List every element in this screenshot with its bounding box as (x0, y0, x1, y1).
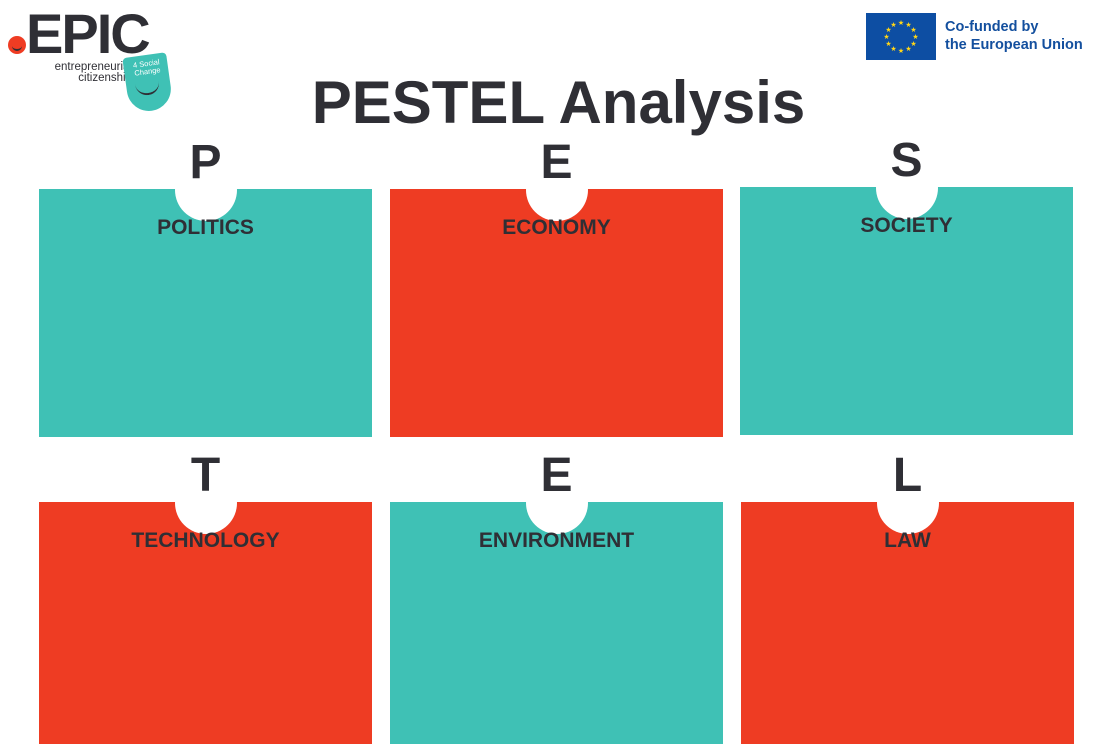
logo-subtitle: entrepreneurial citizenship (27, 61, 132, 84)
card-panel (741, 502, 1074, 744)
eu-badge-line2: the European Union (945, 37, 1083, 53)
card-letter-bubble (875, 157, 938, 219)
card-letter-bubble (525, 159, 588, 221)
eu-badge-text: Co-funded by the European Union (945, 18, 1095, 54)
card-letter-bubble (525, 472, 588, 534)
card-panel (39, 502, 372, 744)
svg-text:★: ★ (890, 45, 896, 53)
pestel-card-law: L LAW (741, 449, 1074, 744)
svg-text:★: ★ (905, 21, 911, 29)
logo-subtitle-line2: citizenship (78, 72, 132, 84)
card-panel (390, 189, 723, 437)
epic-logo: EPIC entrepreneurial citizenship 4 Socia… (6, 6, 196, 114)
svg-text:★: ★ (890, 21, 896, 29)
svg-text:★: ★ (905, 45, 911, 53)
eu-badge-line1: Co-funded by (945, 19, 1039, 35)
card-letter-bubble (876, 472, 939, 534)
pestel-card-economy: E ECONOMY (390, 136, 723, 437)
eu-cofunded-badge: ★ ★ ★ ★ ★ ★ ★ ★ ★ ★ ★ ★ Co-funded by the… (866, 13, 1095, 63)
page-title: PESTEL Analysis (311, 69, 806, 136)
card-letter-bubble (174, 472, 237, 534)
eu-flag-icon: ★ ★ ★ ★ ★ ★ ★ ★ ★ ★ ★ ★ (866, 13, 936, 60)
logo-smiley-dot-icon (8, 36, 26, 54)
card-letter: T (190, 449, 221, 502)
svg-text:★: ★ (898, 19, 904, 27)
card-letter: E (540, 136, 573, 189)
card-letter-bubble (174, 159, 237, 221)
card-panel (390, 502, 723, 744)
pestel-card-politics: P POLITICS (39, 136, 372, 437)
svg-text:★: ★ (885, 26, 891, 34)
logo-subtitle-line1: entrepreneurial (54, 61, 132, 73)
card-label: ECONOMY (502, 216, 611, 239)
svg-text:★: ★ (885, 40, 891, 48)
pestel-card-society: S SOCIETY (740, 134, 1073, 435)
svg-text:★: ★ (883, 33, 889, 41)
logo-wordmark: EPIC (26, 2, 151, 65)
pestel-card-environment: E ENVIRONMENT (390, 449, 723, 744)
card-panel (740, 187, 1073, 435)
card-letter: E (540, 449, 573, 502)
svg-text:★: ★ (910, 26, 916, 34)
card-label: TECHNOLOGY (131, 529, 280, 552)
card-letter: S (890, 134, 923, 187)
card-label: POLITICS (157, 216, 254, 239)
svg-text:★: ★ (898, 47, 904, 55)
card-letter: P (189, 136, 222, 189)
card-label: ENVIRONMENT (478, 529, 635, 552)
card-label: SOCIETY (860, 214, 953, 237)
svg-text:★: ★ (912, 33, 918, 41)
pestel-card-technology: T TECHNOLOGY (39, 449, 372, 744)
card-label: LAW (884, 529, 931, 552)
card-letter: L (892, 449, 923, 502)
card-panel (39, 189, 372, 437)
svg-text:★: ★ (910, 40, 916, 48)
